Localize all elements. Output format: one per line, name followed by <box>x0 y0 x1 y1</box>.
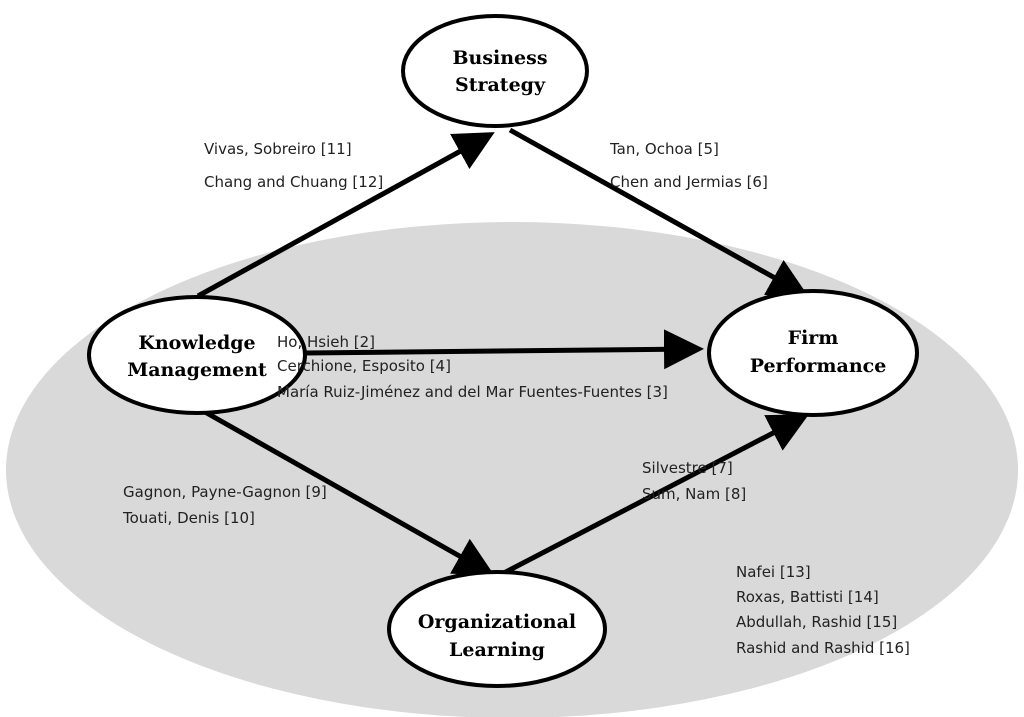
citation: Rashid and Rashid [16] <box>736 639 910 657</box>
node-knowledge-management-shape <box>87 295 307 415</box>
arrow-km-to-ol <box>203 409 495 576</box>
node-business-strategy: Business Strategy <box>401 14 589 128</box>
citation: Tan, Ochoa [5] <box>609 140 719 158</box>
node-business-strategy-shape <box>401 14 589 128</box>
node-knowledge-management-line1: Knowledge <box>138 332 255 354</box>
citation: María Ruiz-Jiménez and del Mar Fuentes-F… <box>277 383 668 401</box>
citation: Silvestre [7] <box>642 459 733 477</box>
citations-moderators: Nafei [13] Roxas, Battisti [14] Abdullah… <box>736 563 910 657</box>
node-firm-performance-line2: Performance <box>750 355 887 377</box>
node-business-strategy-line2: Strategy <box>455 74 546 96</box>
node-organizational-learning-shape <box>387 570 607 688</box>
citations-km-to-ol: Gagnon, Payne-Gagnon [9] Touati, Denis [… <box>122 483 327 527</box>
node-firm-performance-line1: Firm <box>788 327 839 349</box>
citation: Sum, Nam [8] <box>642 485 746 503</box>
node-organizational-learning-line2: Learning <box>449 639 545 661</box>
citation: Gagnon, Payne-Gagnon [9] <box>123 483 327 501</box>
citations-km-to-bs: Vivas, Sobreiro [11] Chang and Chuang [1… <box>204 140 383 191</box>
citation: Chang and Chuang [12] <box>204 173 383 191</box>
citation: Cerchione, Esposito [4] <box>277 357 451 375</box>
arrow-km-to-bs <box>196 132 495 299</box>
node-firm-performance-shape <box>707 289 919 417</box>
arrow-ol-to-fp <box>498 414 809 578</box>
node-organizational-learning-line1: Organizational <box>418 611 576 633</box>
node-knowledge-management: Knowledge Management <box>87 295 307 415</box>
citations-bs-to-fp: Tan, Ochoa [5] Chen and Jermias [6] <box>609 140 768 191</box>
citation: Abdullah, Rashid [15] <box>736 613 897 631</box>
citations-km-to-fp: Ho, Hsieh [2] Cerchione, Esposito [4] Ma… <box>277 333 668 401</box>
citation: Touati, Denis [10] <box>122 509 255 527</box>
node-firm-performance: Firm Performance <box>707 289 919 417</box>
node-knowledge-management-line2: Management <box>127 359 267 381</box>
node-business-strategy-line1: Business <box>452 47 547 69</box>
arrow-km-to-fp <box>304 329 704 370</box>
citations-ol-to-fp: Silvestre [7] Sum, Nam [8] <box>642 459 746 503</box>
node-organizational-learning: Organizational Learning <box>387 570 607 688</box>
citation: Ho, Hsieh [2] <box>277 333 375 351</box>
arrow-bs-to-fp <box>508 127 809 297</box>
citation: Roxas, Battisti [14] <box>736 588 879 606</box>
citation: Vivas, Sobreiro [11] <box>204 140 352 158</box>
citation: Nafei [13] <box>736 563 811 581</box>
citation: Chen and Jermias [6] <box>610 173 768 191</box>
